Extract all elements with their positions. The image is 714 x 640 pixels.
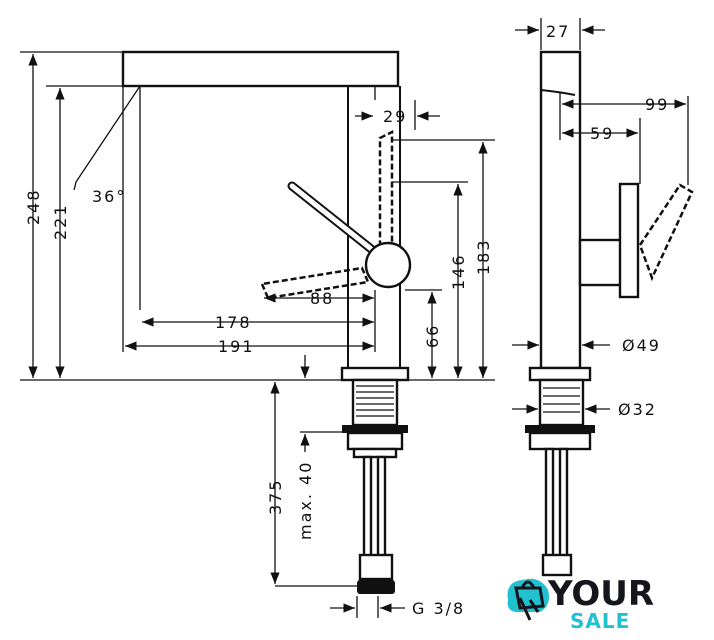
- dim-thread: G 3/8: [412, 599, 465, 618]
- dim-146: 146: [449, 253, 468, 290]
- dim-183: 183: [474, 238, 493, 275]
- dim-27: 27: [546, 22, 570, 41]
- dim-375: 375: [266, 478, 285, 515]
- dim-max-40: max. 40: [296, 461, 315, 540]
- dim-248: 248: [24, 188, 43, 225]
- dim-221: 221: [51, 203, 70, 240]
- logo-text-sale: SALE: [570, 609, 630, 633]
- dim-99: 99: [645, 95, 669, 114]
- front-view: [20, 50, 495, 618]
- dim-diameter-32: Ø32: [618, 400, 657, 419]
- dim-178: 178: [215, 313, 252, 332]
- dim-angle: 36°: [92, 187, 126, 206]
- dim-59: 59: [590, 124, 614, 143]
- dim-29: 29: [383, 107, 407, 126]
- dim-diameter-49: Ø49: [622, 336, 661, 355]
- side-view: [512, 18, 694, 577]
- dim-66: 66: [423, 324, 442, 348]
- dim-88: 88: [310, 289, 334, 308]
- logo-text-your: YOUR: [547, 574, 654, 614]
- yoursale-logo: YOUR SALE: [507, 574, 654, 633]
- dim-191: 191: [218, 337, 255, 356]
